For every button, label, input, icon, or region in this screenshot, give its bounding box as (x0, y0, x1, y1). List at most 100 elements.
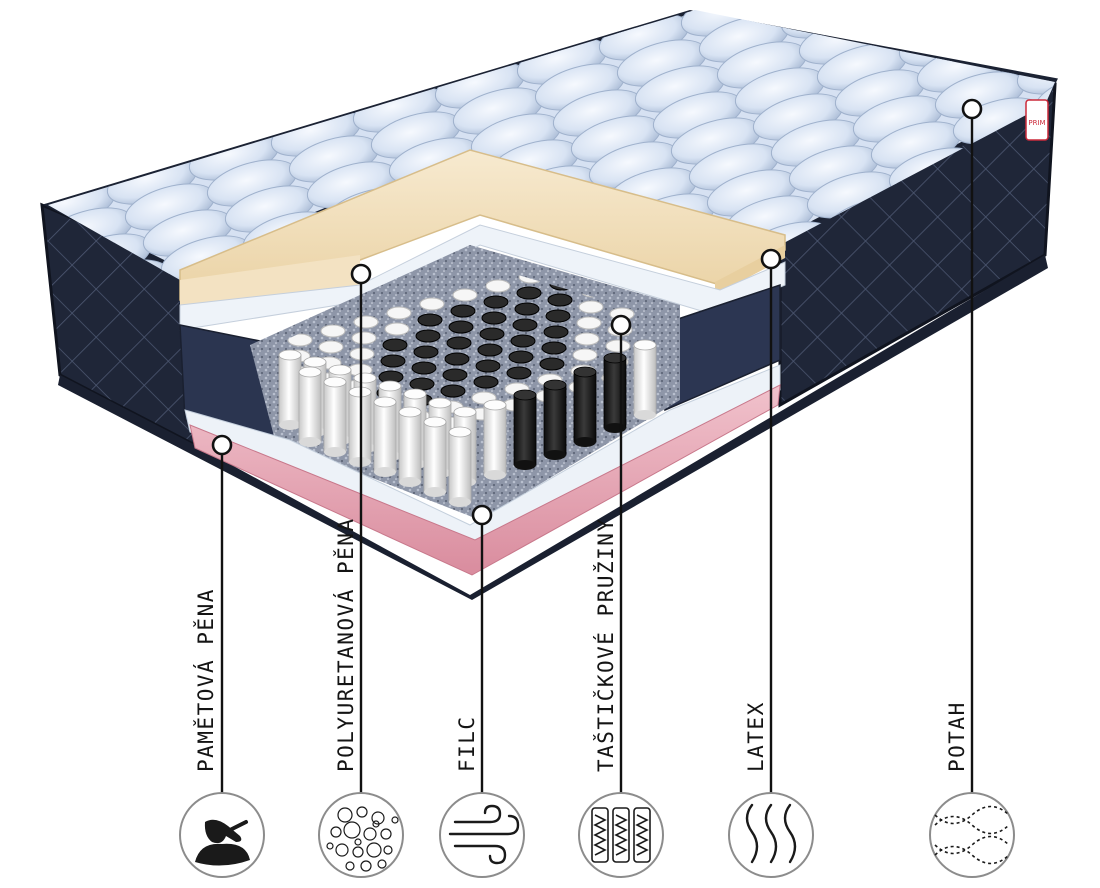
label-tastickove-pruziny: TAŠTIČKOVÉ PRUŽINY (594, 517, 618, 772)
spring-white (373, 396, 397, 477)
label-latex: LATEX (744, 701, 768, 772)
spring-black (440, 384, 466, 398)
spring-black (475, 359, 501, 373)
spring-white (605, 339, 631, 353)
spring-black (415, 329, 441, 343)
quilt-pillow (558, 0, 657, 17)
spring-black (513, 389, 537, 470)
quilt-pillow (998, 21, 1055, 69)
spring-black (573, 366, 597, 447)
callouts (220, 118, 974, 795)
quilt-pillow (70, 105, 162, 153)
spring-black (442, 368, 468, 382)
wind-icon (439, 792, 525, 878)
quilt-pillow (980, 10, 1055, 43)
spring-black (446, 336, 472, 350)
spring-white (452, 288, 478, 302)
spring-white (633, 339, 657, 420)
spring-white (448, 426, 472, 507)
quilt-pillow (316, 33, 408, 81)
quilt-pillow (962, 10, 1054, 17)
spring-white (419, 297, 445, 311)
spring-black (413, 345, 439, 359)
spring-black (380, 354, 406, 368)
spring-white (287, 333, 313, 347)
spring-white (423, 416, 447, 497)
spring-black (543, 325, 569, 339)
layer-icons (179, 792, 1015, 878)
spring-black (382, 338, 408, 352)
spring-black (450, 304, 476, 318)
spring-white (485, 279, 511, 293)
spring-white (578, 300, 604, 314)
marker-memory-foam (211, 434, 233, 456)
spring-black (417, 313, 443, 327)
memory-foam-hand-icon (179, 792, 265, 878)
mattress: PRIM (40, 0, 1058, 600)
spring-white (398, 406, 422, 487)
spring-black (603, 352, 627, 433)
quilt-pillow (480, 10, 572, 33)
pocket-springs-icon (578, 792, 664, 878)
foam-bubbles-icon (318, 792, 404, 878)
spring-black (409, 377, 435, 391)
spring-black (479, 327, 505, 341)
spring-black (545, 309, 571, 323)
marker-polyurethane-foam (350, 263, 372, 285)
spring-white (351, 331, 377, 345)
spring-black (510, 334, 536, 348)
memory-foam-layer (189, 384, 781, 576)
brand-badge: PRIM (1025, 99, 1049, 141)
spring-black (481, 311, 507, 325)
label-filc: FILC (455, 715, 479, 772)
spring-black (506, 366, 532, 380)
label-polyuretanova-pena: POLYURETANOVÁ PĚNA (334, 517, 358, 772)
spring-black (516, 286, 542, 300)
svg-text:PRIM: PRIM (1028, 119, 1045, 127)
spring-black (512, 318, 538, 332)
spring-black (411, 361, 437, 375)
spring-black (448, 320, 474, 334)
label-pametova-pena: PAMĚTOVÁ PĚNA (194, 588, 218, 772)
spring-white (320, 324, 346, 338)
spring-black (477, 343, 503, 357)
quilt-pillow (862, 10, 954, 15)
spring-black (539, 357, 565, 371)
spring-white (278, 349, 302, 430)
quilt-pillow (48, 129, 80, 177)
spring-white (572, 348, 598, 362)
quilt-pillow (880, 10, 972, 41)
label-potah: POTAH (945, 701, 969, 772)
callout-markers (211, 98, 983, 526)
spring-white (576, 316, 602, 330)
marker-latex (760, 248, 782, 270)
spring-black (473, 375, 499, 389)
spring-white (323, 376, 347, 457)
quilt-pillow (398, 10, 490, 57)
spring-black (444, 352, 470, 366)
spring-white (298, 366, 322, 447)
spring-black (541, 341, 567, 355)
spring-black (483, 295, 509, 309)
quilt-pillow (234, 57, 326, 105)
spring-white (384, 322, 410, 336)
spring-white (574, 332, 600, 346)
pocket-springs-front (278, 339, 657, 507)
quilt-pillow (762, 10, 854, 13)
spring-white (483, 399, 507, 480)
quilt-pillow (152, 81, 244, 129)
spring-white (318, 340, 344, 354)
marker-felt (471, 504, 493, 526)
white-foam-top (179, 224, 786, 331)
spring-black (514, 302, 540, 316)
marker-pocket-springs (610, 314, 632, 336)
spring-black (543, 379, 567, 460)
spring-white (386, 306, 412, 320)
spring-white (353, 315, 379, 329)
polyurethane-frame-right (659, 283, 781, 412)
marker-cover (961, 98, 983, 120)
spring-black (508, 350, 534, 364)
spring-black (547, 293, 573, 307)
quilted-fabric-icon (929, 792, 1015, 878)
